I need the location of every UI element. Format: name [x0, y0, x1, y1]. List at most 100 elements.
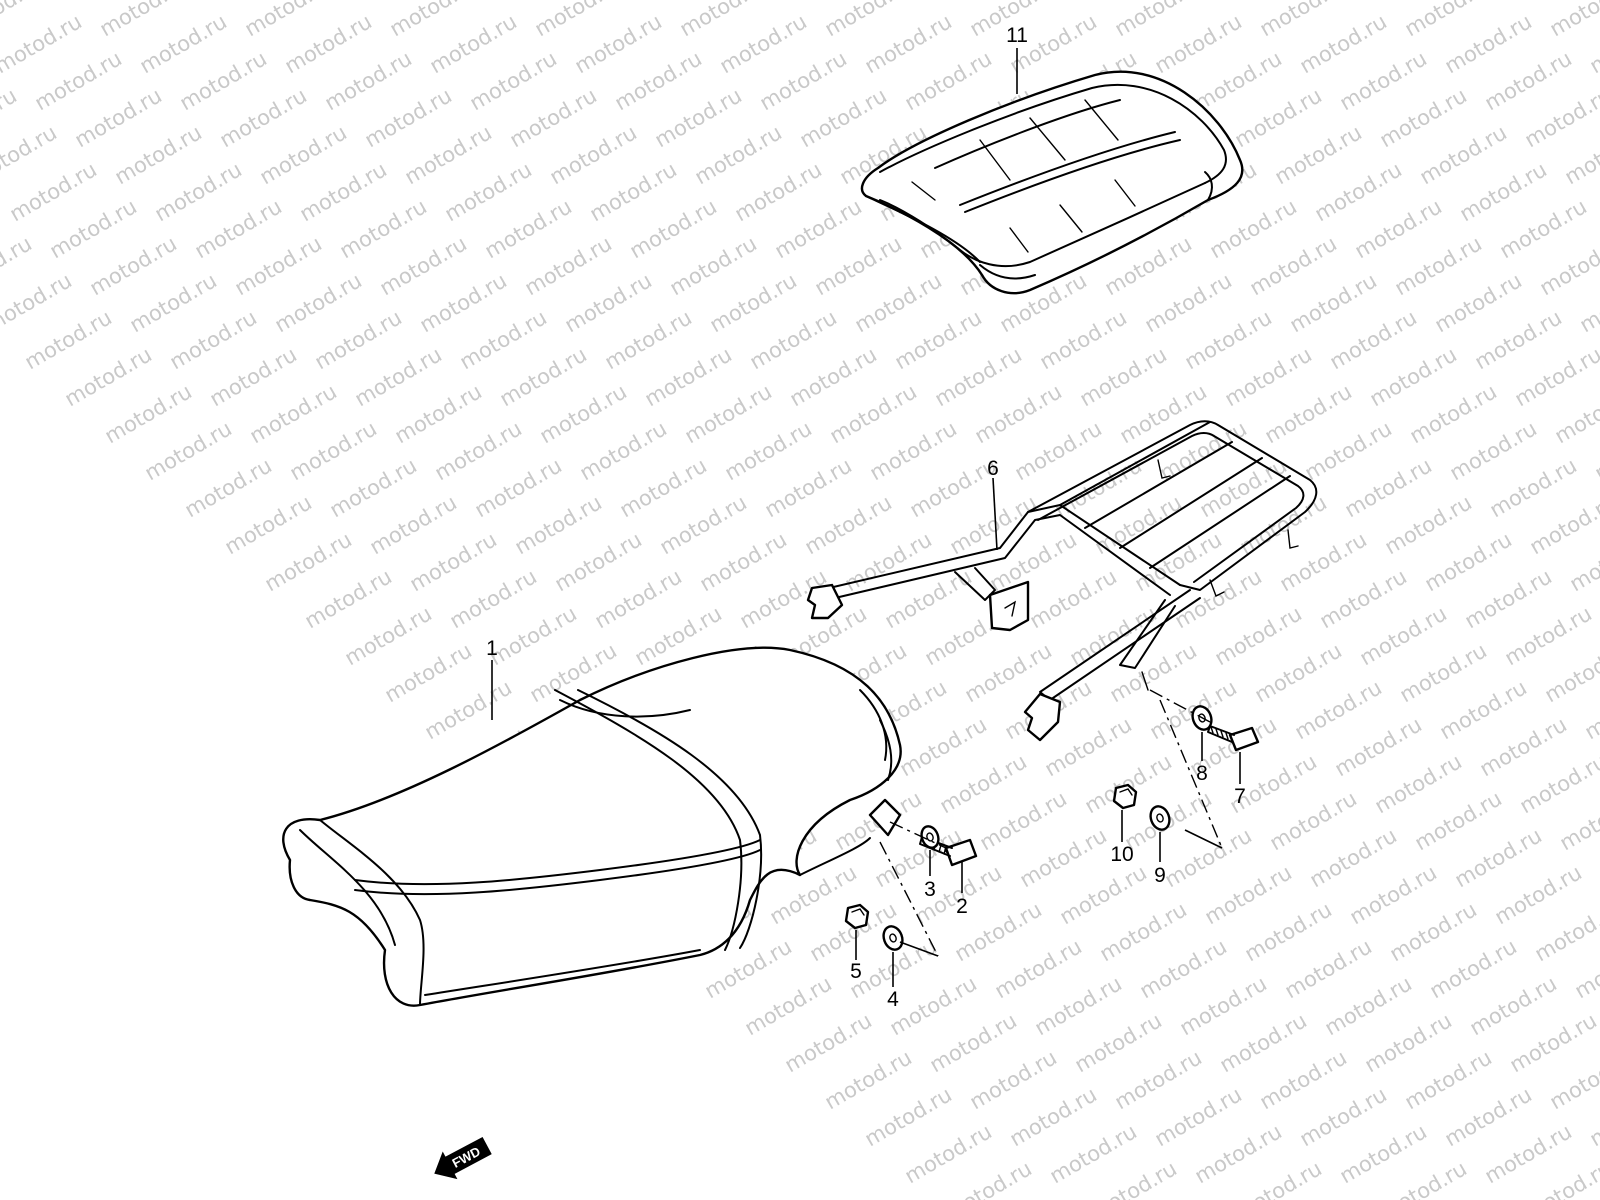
watermark-text: motod.ru: [976, 786, 1071, 855]
watermark-text: motod.ru: [611, 46, 706, 115]
watermark-text: motod.ru: [1176, 971, 1271, 1040]
watermark-text: motod.ru: [796, 83, 891, 152]
watermark-text: motod.ru: [381, 638, 476, 707]
watermark-text: motod.ru: [1451, 823, 1546, 892]
watermark-text: motod.ru: [256, 120, 351, 189]
watermark-text: motod.ru: [1256, 1045, 1351, 1114]
watermark-text: motod.ru: [576, 416, 671, 485]
watermark-text: motod.ru: [1391, 231, 1486, 300]
watermark-text: motod.ru: [1161, 823, 1256, 892]
watermark-text: motod.ru: [1336, 46, 1431, 115]
watermark-text: motod.ru: [1211, 601, 1306, 670]
watermark-text: motod.ru: [1331, 712, 1426, 781]
watermark-text: motod.ru: [1191, 1119, 1286, 1188]
watermark-text: motod.ru: [651, 83, 746, 152]
watermark-text: motod.ru: [586, 157, 681, 226]
watermark-text: motod.ru: [761, 453, 856, 522]
watermark-text: motod.ru: [126, 268, 221, 337]
watermark-text: motod.ru: [1346, 860, 1441, 929]
watermark-text: motod.ru: [931, 342, 1026, 411]
watermark-text: motod.ru: [336, 194, 431, 263]
washer-8: [1191, 705, 1213, 731]
watermark-text: motod.ru: [721, 416, 816, 485]
watermark-text: motod.ru: [1311, 157, 1406, 226]
watermark-text: motod.ru: [1171, 564, 1266, 633]
watermark-text: motod.ru: [1191, 46, 1286, 115]
callout-3: 3: [924, 878, 936, 901]
callout-2: 2: [956, 895, 968, 918]
watermark-text: motod.ru: [466, 46, 561, 115]
watermark-text: motod.ru: [681, 379, 776, 448]
watermark-text: motod.ru: [1506, 1008, 1600, 1077]
watermark-text: motod.ru: [231, 231, 326, 300]
watermark-text: motod.ru: [1246, 231, 1341, 300]
watermark-text: motod.ru: [246, 379, 341, 448]
watermark-text: motod.ru: [801, 490, 896, 559]
watermark-text: motod.ru: [1476, 712, 1571, 781]
watermark-text: motod.ru: [1151, 1082, 1246, 1151]
watermark-text: motod.ru: [1056, 860, 1151, 929]
watermark-text: motod.ru: [551, 527, 646, 596]
bolt-7: [1207, 725, 1260, 752]
watermark-text: motod.ru: [86, 231, 181, 300]
watermark-text: motod.ru: [656, 490, 751, 559]
watermark-text: motod.ru: [1481, 1119, 1576, 1188]
watermark-text: motod.ru: [401, 120, 496, 189]
watermark-text: motod.ru: [181, 453, 276, 522]
watermark-text: motod.ru: [1291, 675, 1386, 744]
watermark-text: motod.ru: [1231, 83, 1326, 152]
watermark-text: motod.ru: [1301, 416, 1396, 485]
watermark-text: motod.ru: [391, 379, 486, 448]
watermark-text: motod.ru: [326, 453, 421, 522]
watermark-text: motod.ru: [926, 1008, 1021, 1077]
watermark-text: motod.ru: [506, 83, 601, 152]
watermark-text: motod.ru: [896, 712, 991, 781]
watermark-text: motod.ru: [1151, 9, 1246, 78]
watermark-text: motod.ru: [136, 9, 231, 78]
callout-4: 4: [887, 988, 899, 1011]
watermark-text: motod.ru: [771, 194, 866, 263]
watermark-text: motod.ru: [1321, 971, 1416, 1040]
watermark-text: motod.ru: [1416, 120, 1511, 189]
watermark-text: motod.ru: [1406, 379, 1501, 448]
watermark-text: motod.ru: [441, 157, 536, 226]
watermark-text: motod.ru: [1436, 675, 1531, 744]
watermark-text: motod.ru: [216, 83, 311, 152]
watermark-text: motod.ru: [1136, 934, 1231, 1003]
watermark-text: motod.ru: [571, 9, 666, 78]
watermark-text: motod.ru: [716, 9, 811, 78]
watermark-text: motod.ru: [1026, 564, 1121, 633]
watermark-text: motod.ru: [111, 120, 206, 189]
watermark-text: motod.ru: [1366, 342, 1461, 411]
watermark-text: motod.ru: [626, 194, 721, 263]
watermark-text: motod.ru: [1441, 9, 1536, 78]
watermark-text: motod.ru: [821, 1045, 916, 1114]
watermark-text: motod.ru: [1036, 305, 1131, 374]
watermark-text: motod.ru: [666, 231, 761, 300]
watermark-text: motod.ru: [706, 268, 801, 337]
watermark-text: motod.ru: [31, 46, 126, 115]
watermark-text: motod.ru: [141, 416, 236, 485]
watermark-text: motod.ru: [421, 675, 516, 744]
watermark-text: motod.ru: [1536, 231, 1600, 300]
nut-5: [844, 903, 870, 930]
watermark-text: motod.ru: [1431, 268, 1526, 337]
watermark-text: motod.ru: [1296, 1082, 1391, 1151]
watermark-text: motod.ru: [1496, 194, 1591, 263]
washer-9: [1149, 805, 1171, 831]
watermark-text: motod.ru: [886, 971, 981, 1040]
main-seat: [282, 646, 902, 1007]
watermark-text: motod.ru: [471, 453, 566, 522]
watermark-text: motod.ru: [891, 305, 986, 374]
watermark-text: motod.ru: [1016, 823, 1111, 892]
watermark-text: motod.ru: [1426, 934, 1521, 1003]
watermark-text: motod.ru: [6, 157, 101, 226]
watermark-text: motod.ru: [641, 342, 736, 411]
watermark-text: motod.ru: [746, 305, 841, 374]
watermark-text: motod.ru: [866, 416, 961, 485]
watermark-text: motod.ru: [431, 416, 526, 485]
watermark-text: motod.ru: [1201, 860, 1296, 929]
callout-6: 6: [987, 457, 999, 480]
washer-4: [882, 925, 904, 951]
pillion-seat: [860, 70, 1244, 295]
